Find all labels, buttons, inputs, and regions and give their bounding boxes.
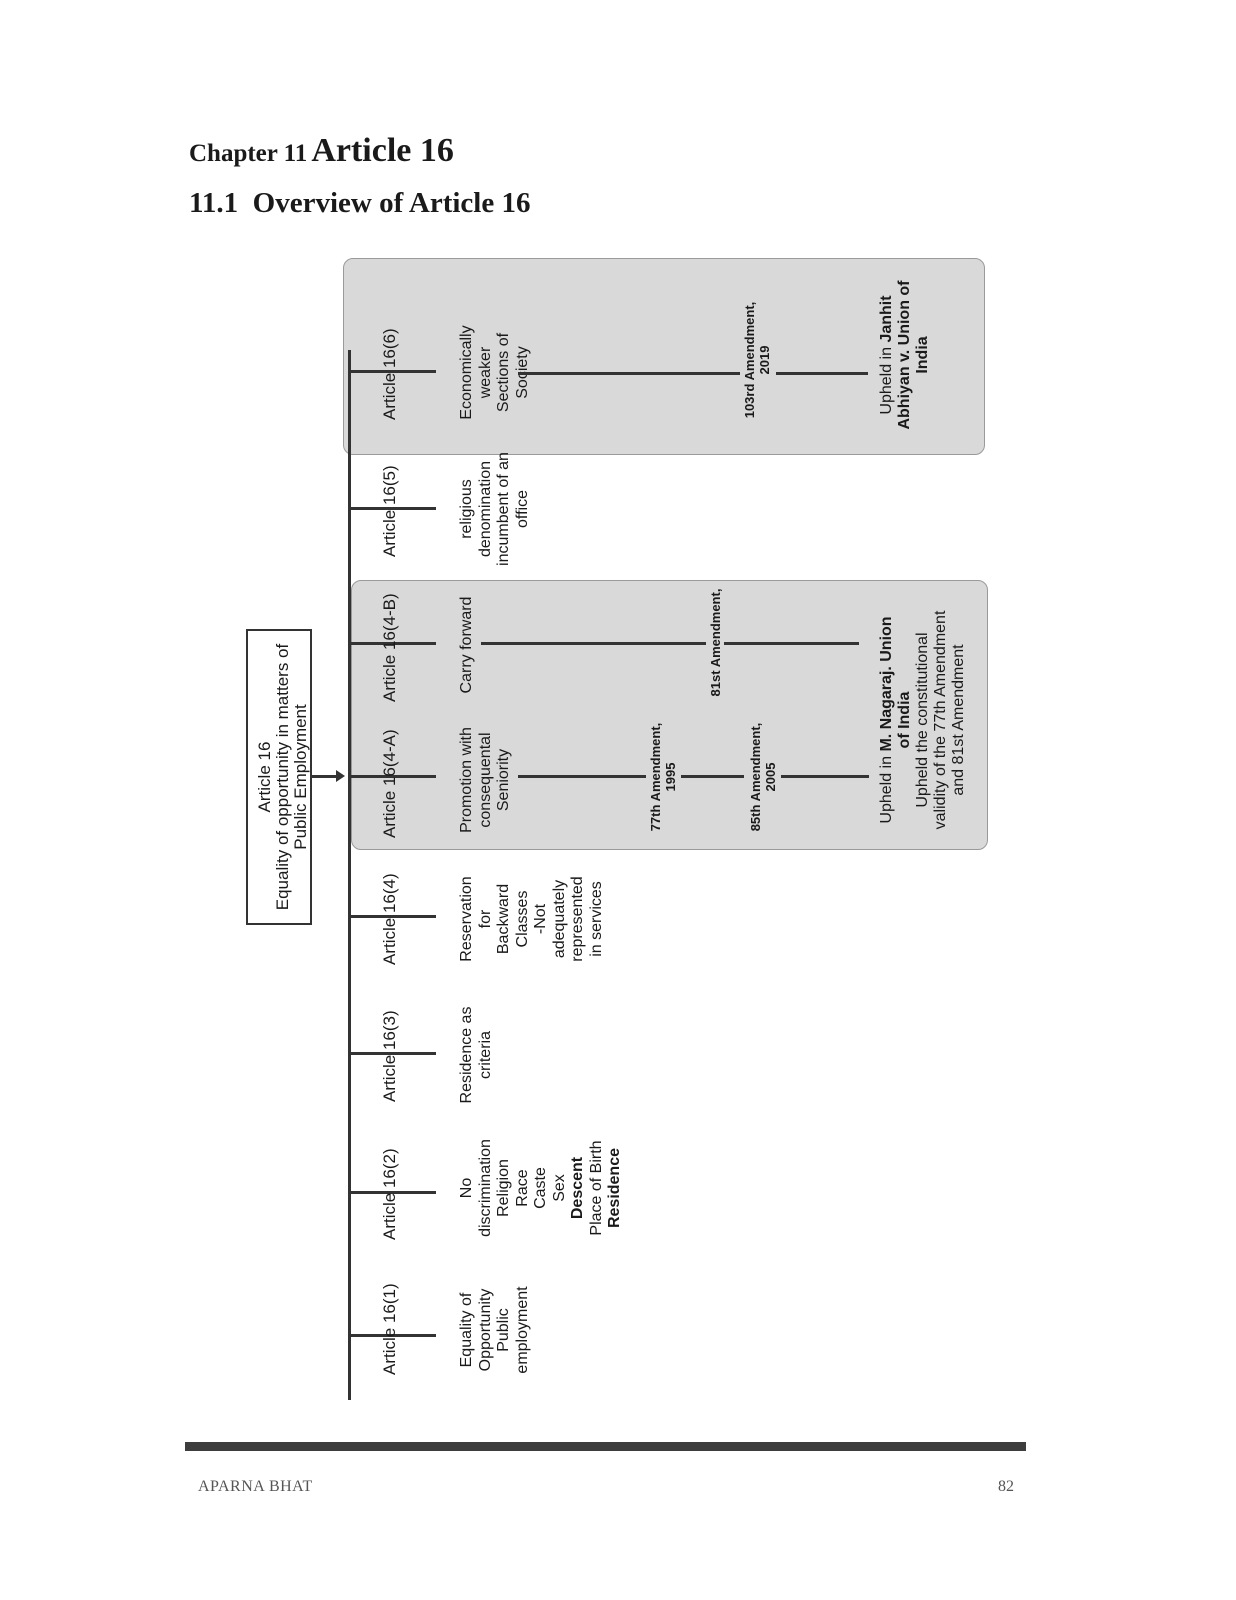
clause-desc-16-5: religious denomination incumbent of an o… [458,452,531,566]
nagaraj-note-2: validity of the 77th Amendment [932,610,949,830]
clause-label-16-4a: Article 16(4-A) [380,729,399,838]
amendment-103: 103rd Amendment, 2019 [742,301,772,419]
chain-4a-line-1 [518,775,646,778]
clause-label-16-2: Article 16(2) [380,1148,399,1240]
case-nagaraj: Upheld in M. Nagaraj. Union of India Uph… [878,580,968,860]
amendment-85: 85th Amendment, 2005 [748,722,778,832]
clause-desc-16-3: Residence as criteria [458,1006,494,1104]
amendment-81: 81st Amendment, [708,588,723,697]
clause-label-16-4b: Article 16(4-B) [380,593,399,702]
section-number: 11.1 [189,187,239,219]
section-heading: 11.1 Overview of Article 16 [189,187,530,220]
chain-4a-line-3 [781,775,869,778]
article-16-diagram: Article 16 Equality of opportunity in ma… [236,250,988,1400]
chain-4b-line-1 [481,642,706,645]
root-subtitle-line2: Public Employment [291,704,310,850]
chapter-heading: Chapter 11 Article 16 [189,132,454,170]
nagaraj-note-1: Upheld the constitutional [914,632,931,808]
root-arrowhead [336,770,345,782]
janhit-case-name: Janhit [878,295,895,343]
section-title: Overview of Article 16 [252,187,531,219]
clause-label-16-6: Article 16(6) [380,328,399,420]
janhit-case-name-3: India [914,336,931,374]
nagaraj-case-name: M. Nagaraj. Union [878,616,895,752]
clause-label-16-1: Article 16(1) [380,1283,399,1375]
clause-desc-16-4: Reservation for Backward Classes -Not ad… [458,876,605,962]
clause-label-16-4: Article 16(4) [380,873,399,965]
nagaraj-note-3: and 81st Amendment [950,644,967,796]
chapter-title: Article 16 [311,132,454,169]
root-box: Article 16 Equality of opportunity in ma… [246,629,312,925]
janhit-prefix: Upheld in [878,342,895,415]
chain-4b-line-2 [724,642,859,645]
chain-4a-line-2 [681,775,744,778]
nagaraj-case-name-2: of India [896,691,913,749]
chain-6-line-2 [776,372,868,375]
clause-desc-16-2: No discrimination Religion Race Caste Se… [458,1139,623,1237]
chapter-label: Chapter 11 [189,140,308,167]
root-title: Article 16 [255,741,274,813]
root-connector [312,775,338,778]
root-subtitle-line1: Equality of opportunity in matters of [273,643,292,911]
clause-desc-16-4a: Promotion with consequental Seniority [458,727,512,833]
clause-label-16-5: Article 16(5) [380,465,399,557]
chain-6-line-1 [518,372,740,375]
nagaraj-prefix: Upheld in [878,751,895,824]
page-number: 82 [998,1478,1014,1495]
janhit-case-name-2: Abhiyan v. Union of [896,280,913,430]
clause-label-16-3: Article 16(3) [380,1010,399,1102]
footer-author: APARNA BHAT [198,1478,313,1495]
case-janhit: Upheld in Janhit Abhiyan v. Union of Ind… [878,255,932,455]
amendment-77: 77th Amendment, 1995 [648,722,678,832]
footer-rule [185,1442,1026,1451]
clause-desc-16-4b: Carry forward [458,596,475,694]
clause-desc-16-1: Equality of Opportunity Public employmen… [458,1286,531,1374]
